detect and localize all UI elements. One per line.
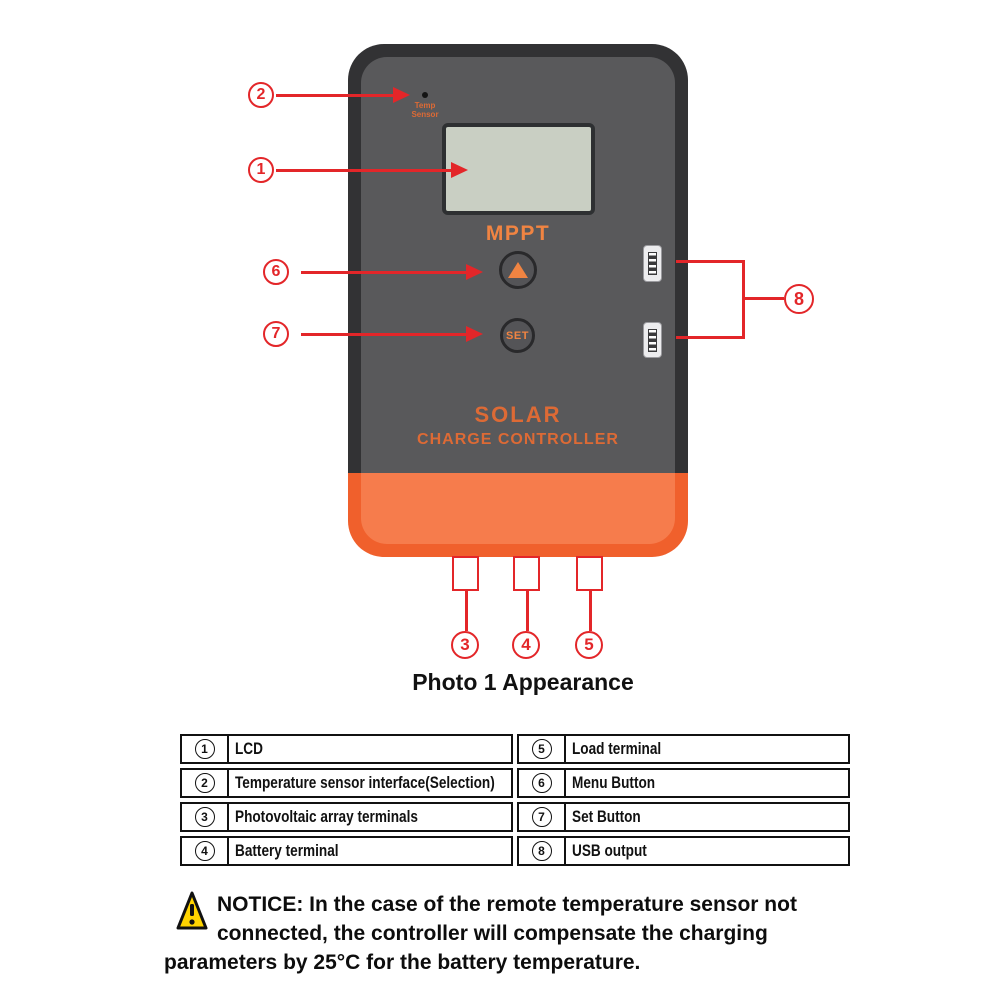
callout-1-arrow: [276, 162, 468, 178]
usb-pins-icon: [648, 328, 657, 352]
mppt-label: MPPT: [485, 222, 551, 245]
legend-label: Menu Button: [572, 773, 656, 792]
legend-row: 8 USB output: [517, 836, 850, 866]
menu-button: [499, 251, 537, 289]
brand-text-solar: SOLAR: [474, 402, 562, 427]
brand-text-charge-controller: CHARGE CONTROLLER: [417, 431, 619, 448]
usb-pins-icon: [648, 252, 657, 275]
terminal-line-5: [589, 590, 592, 631]
warning-icon: [176, 891, 208, 930]
legend-row: 4 Battery terminal: [180, 836, 513, 866]
up-arrow-icon: [508, 262, 528, 278]
legend-label: Battery terminal: [235, 841, 339, 860]
callout-1: 1: [248, 157, 274, 183]
terminal-box-load: [576, 556, 603, 591]
legend-label: Set Button: [572, 807, 641, 826]
legend-num: 5: [531, 739, 552, 759]
set-button: SET: [500, 318, 535, 353]
legend-row: 5 Load terminal: [517, 734, 850, 764]
legend-num: 2: [194, 773, 215, 793]
notice-line-1: NOTICE: In the case of the remote temper…: [217, 893, 797, 916]
arrowhead-icon: [466, 326, 483, 342]
callout-3: 3: [451, 631, 479, 659]
legend-table: 1 LCD 2 Temperature sensor interface(Sel…: [180, 734, 850, 866]
usb-bracket-vertical: [742, 260, 745, 339]
usb-bracket-lead: [745, 297, 784, 300]
usb-port-top: [643, 245, 662, 282]
temp-sensor-port: [422, 92, 428, 98]
callout-7-arrow: [301, 326, 483, 342]
legend-row: 6 Menu Button: [517, 768, 850, 798]
legend-row: 2 Temperature sensor interface(Selection…: [180, 768, 513, 798]
legend-label: USB output: [572, 841, 647, 860]
legend-column-right: 5 Load terminal 6 Menu Button 7 Set Butt…: [517, 734, 850, 866]
legend-row: 3 Photovoltaic array terminals: [180, 802, 513, 832]
callout-6: 6: [263, 259, 289, 285]
terminal-box-battery: [513, 556, 540, 591]
callout-7: 7: [263, 321, 289, 347]
terminal-box-pv: [452, 556, 479, 591]
callout-2-arrow: [276, 87, 410, 103]
arrowhead-icon: [393, 87, 410, 103]
legend-num: 6: [531, 773, 552, 793]
legend-label: LCD: [235, 739, 263, 758]
legend-num: 4: [194, 841, 215, 861]
legend-num: 8: [531, 841, 552, 861]
callout-4: 4: [512, 631, 540, 659]
legend-label: Load terminal: [572, 739, 662, 758]
callout-5: 5: [575, 631, 603, 659]
legend-row: 1 LCD: [180, 734, 513, 764]
legend-num: 3: [194, 807, 215, 827]
usb-bracket-top: [676, 260, 745, 263]
charge-controller-device: Temp Sensor MPPT SET SOLAR CHARGE CONTRO…: [348, 44, 688, 557]
legend-label: Temperature sensor interface(Selection): [235, 773, 495, 792]
legend-num: 1: [194, 739, 215, 759]
terminal-line-4: [526, 590, 529, 631]
callout-2: 2: [248, 82, 274, 108]
usb-port-bottom: [643, 322, 662, 358]
legend-label: Photovoltaic array terminals: [235, 807, 418, 826]
terminal-line-3: [465, 590, 468, 631]
temp-sensor-label: Temp Sensor: [411, 101, 439, 119]
legend-row: 7 Set Button: [517, 802, 850, 832]
callout-6-arrow: [301, 264, 483, 280]
notice-line-3: parameters by 25°C for the battery tempe…: [164, 951, 641, 974]
legend-num: 7: [531, 807, 552, 827]
figure-caption: Photo 1 Appearance: [412, 669, 634, 695]
notice-line-2: connected, the controller will compensat…: [217, 922, 768, 945]
callout-8: 8: [784, 284, 814, 314]
legend-column-left: 1 LCD 2 Temperature sensor interface(Sel…: [180, 734, 513, 866]
arrowhead-icon: [466, 264, 483, 280]
arrowhead-icon: [451, 162, 468, 178]
usb-bracket-bottom: [676, 336, 745, 339]
